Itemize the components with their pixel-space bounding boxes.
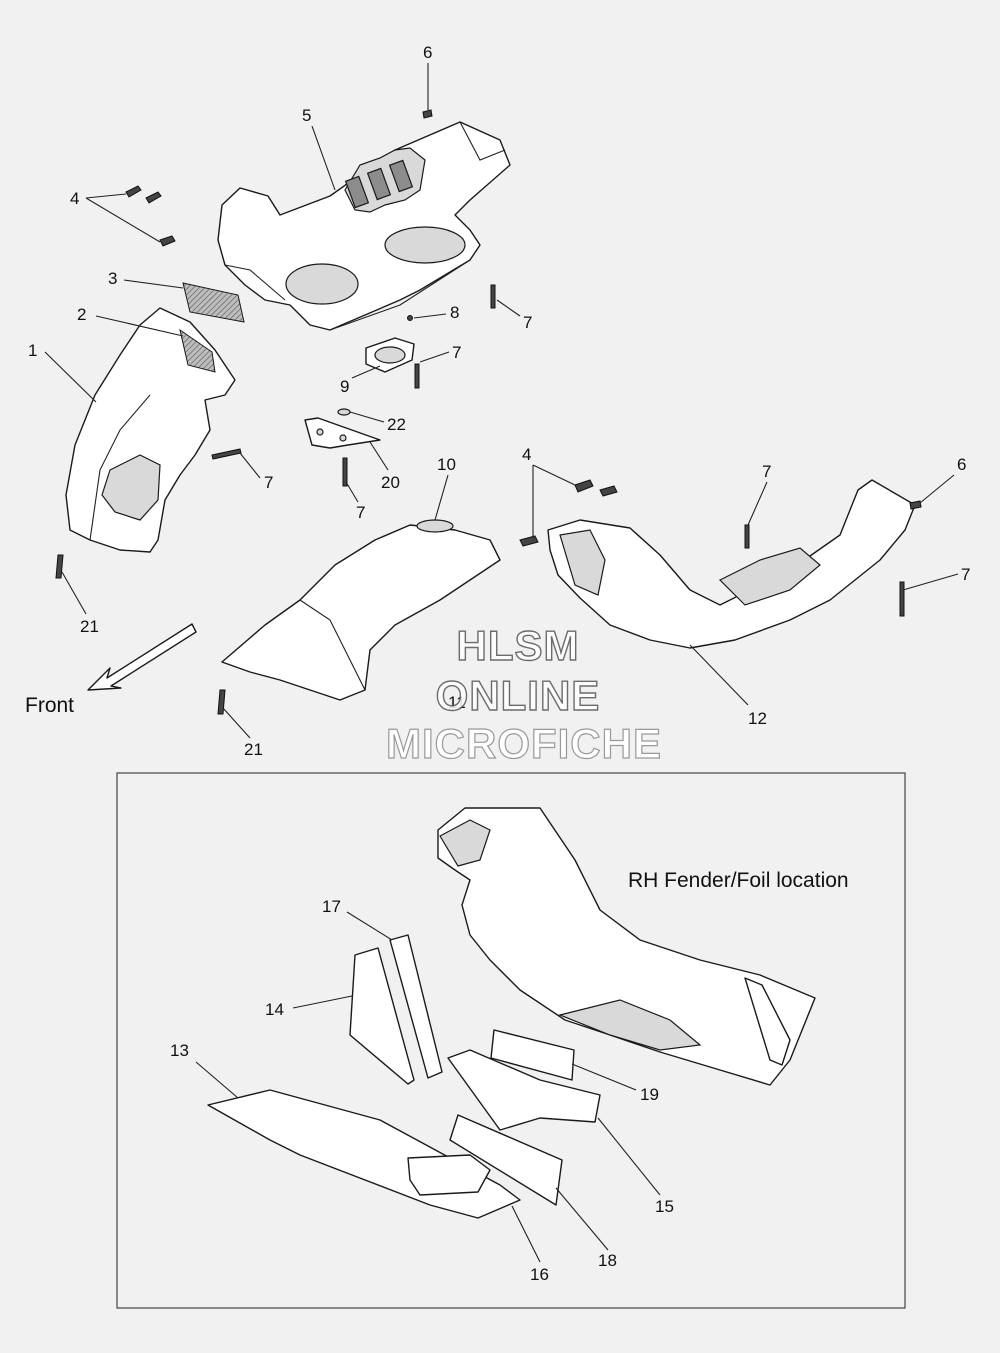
callout-12: 12 [748, 709, 767, 728]
callout-22: 22 [387, 415, 406, 434]
foil-19 [490, 1029, 575, 1081]
callout-numbers: 1 2 3 4 5 6 7 8 7 9 22 7 20 7 10 4 7 6 7… [28, 43, 970, 1284]
part-3-decal [182, 282, 245, 323]
watermark: HLSM ONLINE MICROFICHE [385, 621, 662, 767]
callout-2: 2 [77, 305, 86, 324]
callout-20: 20 [381, 473, 400, 492]
watermark-line1: HLSM [457, 622, 580, 669]
part-8-nut [407, 315, 413, 321]
inset-title: RH Fender/Foil location [628, 869, 849, 892]
part-4-push-rivets-right [519, 479, 618, 547]
callout-8: 8 [450, 303, 459, 322]
callout-4-right: 4 [522, 445, 531, 464]
callout-6-right: 6 [957, 455, 966, 474]
callout-3: 3 [108, 269, 117, 288]
part-6-screw-right [909, 500, 922, 510]
callout-4-left: 4 [70, 189, 79, 208]
watermark-line3: MICROFICHE [386, 720, 662, 767]
inset-rh-fender [437, 807, 816, 1086]
inset-frame [116, 772, 906, 1309]
part-5-upper-console [217, 121, 511, 331]
part-20-bracket [304, 417, 381, 449]
foil-16 [407, 1154, 491, 1196]
callout-7-a: 7 [523, 313, 532, 332]
part-7-rivets [211, 284, 905, 617]
callout-19: 19 [640, 1085, 659, 1104]
callout-5: 5 [302, 106, 311, 125]
foil-18 [449, 1114, 563, 1206]
part-4-push-rivets-left [125, 185, 176, 247]
front-arrow [87, 623, 197, 691]
watermark-line2: ONLINE [436, 672, 601, 719]
callout-7-c: 7 [264, 473, 273, 492]
callout-9: 9 [340, 377, 349, 396]
inset-leader-lines [195, 911, 661, 1263]
part-22-washer [337, 408, 351, 416]
callout-17: 17 [322, 897, 341, 916]
foil-14 [349, 947, 415, 1085]
callout-7-e: 7 [762, 462, 771, 481]
foil-17 [389, 934, 443, 1079]
callout-15: 15 [655, 1197, 674, 1216]
callout-13: 13 [170, 1041, 189, 1060]
part-1-front-fender-lh [65, 307, 236, 553]
callout-10: 10 [437, 455, 456, 474]
callout-6-top: 6 [423, 43, 432, 62]
callout-16: 16 [530, 1265, 549, 1284]
part-9-seal-ring [365, 337, 415, 373]
front-label: Front [25, 694, 74, 717]
foil-15 [447, 1049, 601, 1131]
callout-14: 14 [265, 1000, 284, 1019]
callout-18: 18 [598, 1251, 617, 1270]
callout-21-side: 21 [244, 740, 263, 759]
callout-21-front: 21 [80, 617, 99, 636]
inset-foils [207, 934, 601, 1219]
callout-7-f: 7 [961, 565, 970, 584]
callout-7-b: 7 [452, 343, 461, 362]
part-10-lh-side-panel [221, 519, 501, 701]
callout-11: 11 [448, 693, 466, 712]
callout-1: 1 [28, 341, 37, 360]
leader-lines [44, 63, 959, 739]
part-12-rh-fender [547, 479, 916, 649]
callout-7-d: 7 [356, 503, 365, 522]
part-21-rivet-front [55, 554, 64, 579]
part-6-screw-top [422, 109, 433, 119]
part-21-rivet-side [217, 689, 226, 715]
